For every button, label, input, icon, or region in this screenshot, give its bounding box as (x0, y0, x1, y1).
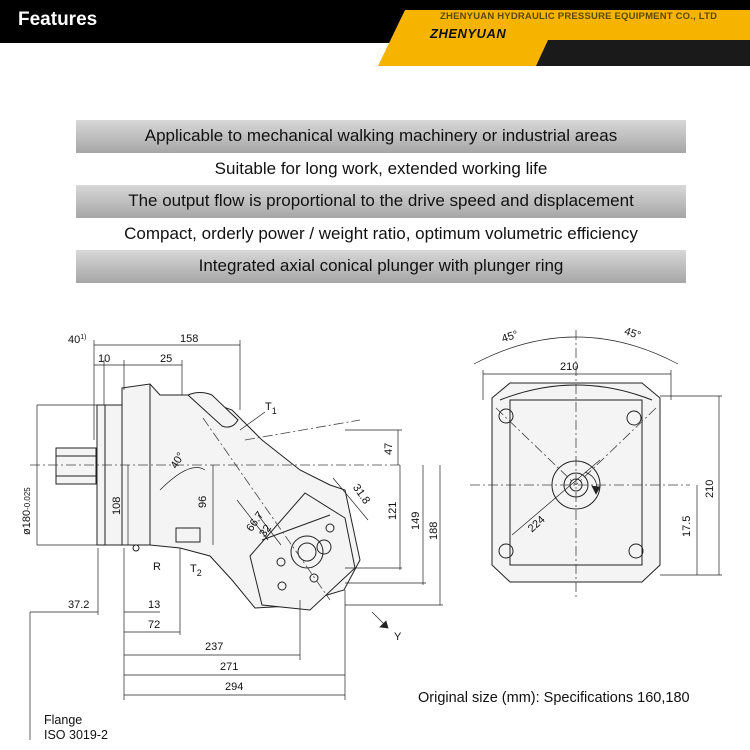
feature-item: Compact, orderly power / weight ratio, o… (124, 223, 638, 243)
angle-45-right: 45° (623, 325, 643, 342)
brand-banner-dark-strip (536, 40, 750, 66)
dim-37-2: 37.2 (68, 599, 89, 611)
view-y-label: Y (394, 631, 402, 643)
dim-72: 72 (148, 619, 160, 631)
dim-25: 25 (160, 353, 172, 365)
dim-t1: T1 (265, 401, 277, 416)
dim-149: 149 (410, 512, 422, 530)
dim-180: ø180-0.025 (21, 487, 33, 535)
brand-logo-text: ZHENYUAN (430, 26, 507, 41)
flange-standard-label: Flange ISO 3019-2 (44, 713, 108, 743)
company-name: ZHENYUAN HYDRAULIC PRESSURE EQUIPMENT CO… (440, 11, 718, 22)
feature-list: Applicable to mechanical walking machine… (76, 120, 686, 283)
dim-210-width: 210 (560, 361, 578, 373)
dim-17-5: 17.5 (681, 516, 693, 537)
dim-158: 158 (180, 333, 198, 345)
feature-item: Suitable for long work, extended working… (214, 158, 548, 178)
brand-banner-shape (378, 10, 750, 66)
dim-108: 108 (111, 497, 123, 515)
dim-32: 32 (257, 523, 274, 540)
feature-item: The output flow is proportional to the d… (76, 185, 686, 218)
dim-188: 188 (428, 522, 440, 540)
dim-121: 121 (387, 502, 399, 520)
feature-item: Integrated axial conical plunger with pl… (76, 250, 686, 283)
drawing-caption: Original size (mm): Specifications 160,1… (418, 690, 690, 706)
dim-210-height: 210 (704, 480, 716, 498)
dim-10: 10 (98, 353, 110, 365)
flange-label-line1: Flange (44, 713, 83, 727)
angle-45-left: 45° (500, 329, 520, 346)
port-t2-label: T2 (190, 563, 202, 578)
dim-271: 271 (220, 661, 238, 673)
page-title: Features (18, 9, 98, 30)
flange-label-line2: ISO 3019-2 (44, 728, 108, 742)
dim-13: 13 (148, 599, 160, 611)
brand-banner (378, 10, 750, 66)
dim-96: 96 (197, 496, 209, 508)
dim-237: 237 (205, 641, 223, 653)
dim-294: 294 (225, 681, 243, 693)
port-r-label: R (153, 561, 161, 573)
dim-40: 401) (68, 334, 86, 346)
dim-47: 47 (383, 443, 395, 455)
feature-item: Applicable to mechanical walking machine… (76, 120, 686, 153)
